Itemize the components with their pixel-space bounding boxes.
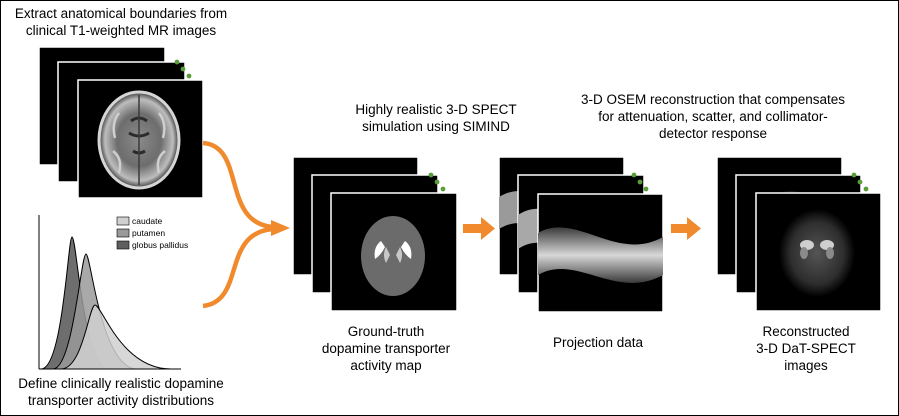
proj-front-sinogram xyxy=(538,227,663,283)
arrow-head-merge xyxy=(271,220,290,236)
arrow-to-projection xyxy=(463,217,495,240)
caption-ground-truth-line1: Ground-truth xyxy=(347,324,425,339)
activity-distribution-plot: caudate putamen globus pallidus xyxy=(38,215,188,370)
legend-swatch-putamen xyxy=(116,228,130,238)
recon-image xyxy=(779,209,855,297)
legend-swatch-caudate xyxy=(116,216,130,226)
legend-label-caudate: caudate xyxy=(132,216,163,226)
caption-reconstructed-line1: Reconstructed xyxy=(762,324,850,339)
caption-simulation-line2: simulation using SIMIND xyxy=(362,119,510,134)
mri-brain xyxy=(97,90,181,190)
mri-stack-dots xyxy=(174,59,192,79)
caption-reconstructed: Reconstructed 3-D DaT-SPECT images xyxy=(736,323,876,374)
gt-stack-dots xyxy=(428,172,446,192)
caption-osem-line2: for attenuation, scatter, and collimator… xyxy=(598,109,828,124)
caption-reconstructed-line3: images xyxy=(784,358,828,373)
caption-define: Define clinically realistic dopamine tra… xyxy=(1,375,241,409)
caption-osem-line3: detector response xyxy=(658,126,768,141)
legend-label-globus-pallidus: globus pallidus xyxy=(132,240,188,250)
caption-define-line2: transporter activity distributions xyxy=(27,393,215,408)
projection-stack xyxy=(498,156,664,313)
caption-osem: 3-D OSEM reconstruction that compensates… xyxy=(563,91,863,142)
caption-simulation-line1: Highly realistic 3-D SPECT xyxy=(355,102,517,117)
arrow-to-reconstruction xyxy=(671,217,701,240)
caption-ground-truth-line2: dopamine transporter xyxy=(321,341,451,356)
reconstruction-stack xyxy=(716,156,882,312)
caption-extract-line1: Extract anatomical boundaries from xyxy=(14,6,228,21)
arrow-from-mri xyxy=(202,140,274,230)
caption-reconstructed-line2: 3-D DaT-SPECT xyxy=(756,341,856,356)
caption-define-line1: Define clinically realistic dopamine xyxy=(18,376,224,391)
merge-arrows xyxy=(202,140,290,309)
caption-simulation: Highly realistic 3-D SPECT simulation us… xyxy=(341,101,531,135)
ground-truth-stack xyxy=(292,156,458,312)
caption-extract-line2: clinical T1-weighted MR images xyxy=(25,23,217,38)
gt-activity-map xyxy=(361,216,425,296)
caption-ground-truth-line3: activity map xyxy=(350,358,422,373)
legend-label-putamen: putamen xyxy=(132,228,165,238)
legend-swatch-globus-pallidus xyxy=(116,240,130,250)
arrow-from-distributions xyxy=(202,226,274,309)
curve-caudate xyxy=(60,304,172,370)
caption-projection: Projection data xyxy=(523,334,673,351)
mri-image-stack xyxy=(38,46,204,199)
caption-extract: Extract anatomical boundaries from clini… xyxy=(1,5,241,39)
plot-legend: caudate putamen globus pallidus xyxy=(116,216,188,250)
caption-projection-line1: Projection data xyxy=(552,335,644,350)
caption-osem-line1: 3-D OSEM reconstruction that compensates xyxy=(580,92,846,107)
caption-ground-truth: Ground-truth dopamine transporter activi… xyxy=(301,323,471,374)
proj-stack-dots xyxy=(631,172,649,192)
recon-stack-dots xyxy=(851,172,869,192)
